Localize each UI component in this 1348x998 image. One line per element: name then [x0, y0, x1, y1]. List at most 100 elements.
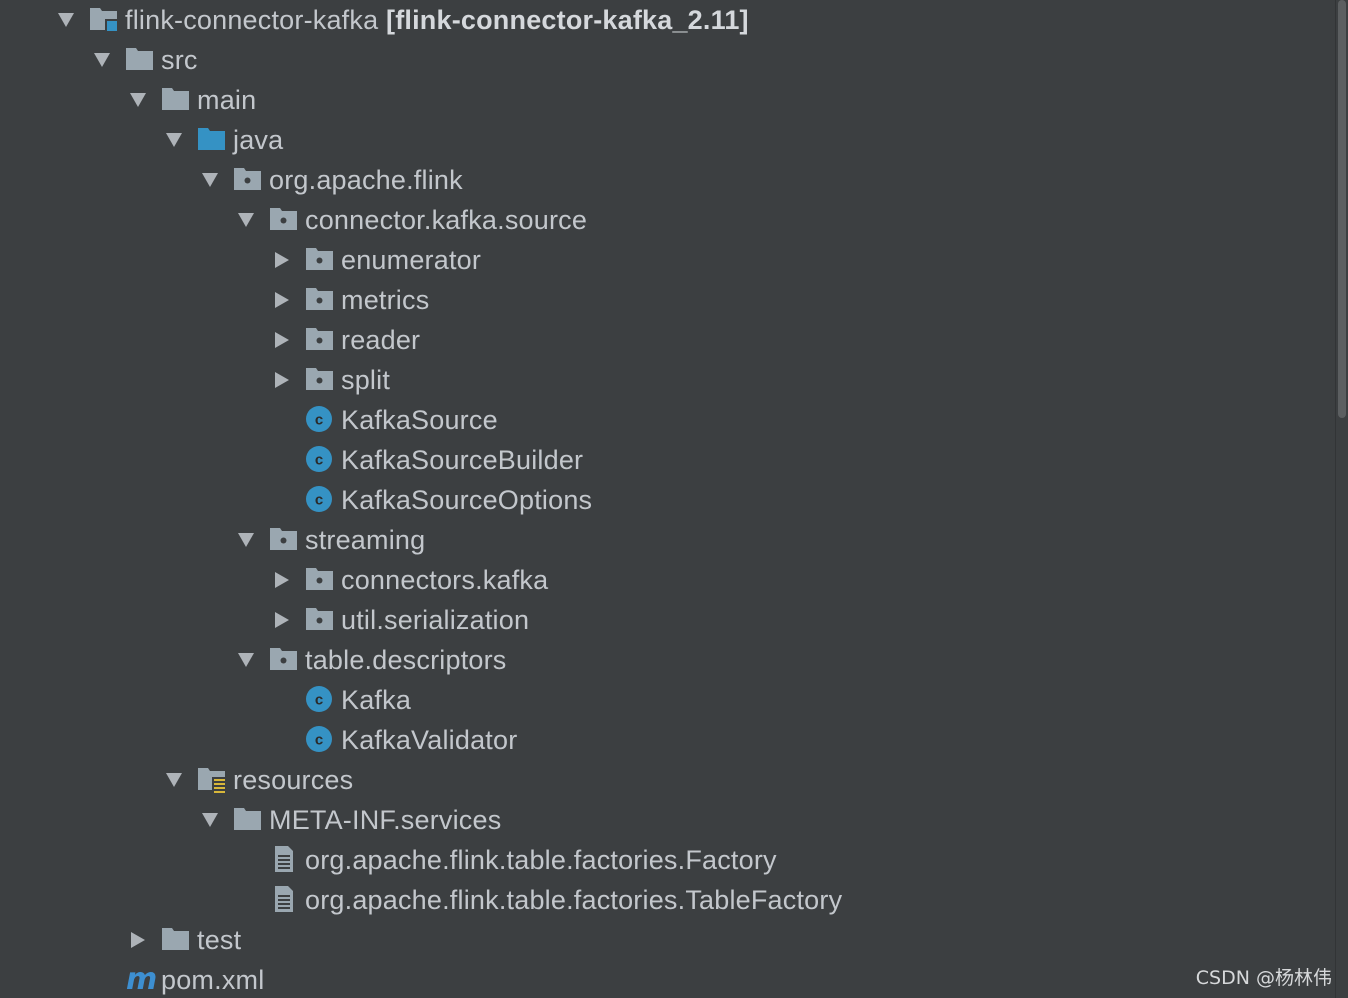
folder-icon [161, 924, 193, 956]
tree-item-kafka[interactable]: c Kafka [0, 680, 1336, 720]
chevron-right-icon[interactable] [126, 920, 150, 960]
folder-icon [161, 84, 193, 116]
tree-item-name: split [341, 365, 391, 395]
tree-item-label: metrics [341, 280, 429, 320]
chevron-right-icon[interactable] [270, 560, 294, 600]
tree-item-util-serialization[interactable]: util.serialization [0, 600, 1336, 640]
tree-item-src[interactable]: src [0, 40, 1336, 80]
tree-item-reader[interactable]: reader [0, 320, 1336, 360]
tree-item-name: src [161, 45, 198, 75]
tree-item-label: KafkaSourceOptions [341, 480, 592, 520]
chevron-down-icon[interactable] [234, 520, 258, 560]
tree-item-connectors-kafka[interactable]: connectors.kafka [0, 560, 1336, 600]
tree-item-split[interactable]: split [0, 360, 1336, 400]
resources-folder-icon [197, 764, 229, 796]
class-icon: c [305, 404, 337, 436]
tree-item-label: flink-connector-kafka [flink-connector-k… [125, 0, 749, 40]
tree-item-name: META-INF.services [269, 805, 502, 835]
chevron-down-icon[interactable] [90, 40, 114, 80]
svg-text:c: c [315, 452, 323, 469]
chevron-down-icon[interactable] [54, 0, 78, 40]
tree-item-name: org.apache.flink.table.factories.Factory [305, 845, 777, 875]
svg-text:c: c [315, 732, 323, 749]
tree-item-label: org.apache.flink [269, 160, 463, 200]
chevron-right-icon[interactable] [270, 600, 294, 640]
tree-item-enumerator[interactable]: enumerator [0, 240, 1336, 280]
tree-item-label: enumerator [341, 240, 481, 280]
package-icon [305, 604, 337, 636]
tree-item-label: reader [341, 320, 420, 360]
chevron-down-icon[interactable] [198, 160, 222, 200]
tree-item-org-apache-flink-table-factories-factory[interactable]: org.apache.flink.table.factories.Factory [0, 840, 1336, 880]
tree-item-streaming[interactable]: streaming [0, 520, 1336, 560]
tree-item-label: KafkaSource [341, 400, 498, 440]
tree-item-label: KafkaSourceBuilder [341, 440, 583, 480]
package-icon [305, 244, 337, 276]
svg-text:m: m [126, 964, 157, 994]
svg-text:c: c [315, 692, 323, 709]
maven-file-icon: m [125, 964, 157, 996]
chevron-down-icon[interactable] [198, 800, 222, 840]
text-file-icon [269, 844, 301, 876]
tree-item-label: connectors.kafka [341, 560, 548, 600]
tree-item-name: pom.xml [161, 965, 265, 995]
package-icon [269, 644, 301, 676]
tree-item-name: java [233, 125, 284, 155]
tree-item-label: pom.xml [161, 960, 264, 998]
tree-item-label: streaming [305, 520, 425, 560]
watermark: CSDN @杨林伟 [1195, 967, 1332, 989]
package-icon [269, 204, 301, 236]
chevron-right-icon[interactable] [270, 360, 294, 400]
tree-item-label: connector.kafka.source [305, 200, 587, 240]
tree-item-name: KafkaSourceOptions [341, 485, 593, 515]
chevron-down-icon[interactable] [234, 200, 258, 240]
tree-item-org-apache-flink-table-factories-tablefactory[interactable]: org.apache.flink.table.factories.TableFa… [0, 880, 1336, 920]
folder-icon [233, 804, 265, 836]
folder-icon [125, 44, 157, 76]
module-name-tag: [flink-connector-kafka_2.11] [378, 5, 749, 35]
tree-item-table-descriptors[interactable]: table.descriptors [0, 640, 1336, 680]
tree-item-name: flink-connector-kafka [125, 5, 379, 35]
class-icon: c [305, 484, 337, 516]
tree-item-name: resources [233, 765, 354, 795]
tree-item-connector-kafka-source[interactable]: connector.kafka.source [0, 200, 1336, 240]
tree-item-test[interactable]: test [0, 920, 1336, 960]
class-icon: c [305, 444, 337, 476]
tree-item-main[interactable]: main [0, 80, 1336, 120]
scrollbar-thumb[interactable] [1338, 0, 1346, 418]
tree-item-flink-connector-kafka[interactable]: flink-connector-kafka [flink-connector-k… [0, 0, 1336, 40]
tree-item-name: KafkaValidator [341, 725, 518, 755]
chevron-right-icon[interactable] [270, 320, 294, 360]
tree-item-label: java [233, 120, 283, 160]
tree-item-kafkasource[interactable]: c KafkaSource [0, 400, 1336, 440]
tree-item-metrics[interactable]: metrics [0, 280, 1336, 320]
tree-item-label: main [197, 80, 256, 120]
tree-item-name: connector.kafka.source [305, 205, 588, 235]
tree-item-name: connectors.kafka [341, 565, 549, 595]
tree-item-kafkasourcebuilder[interactable]: c KafkaSourceBuilder [0, 440, 1336, 480]
tree-item-label: org.apache.flink.table.factories.TableFa… [305, 880, 842, 920]
class-icon: c [305, 724, 337, 756]
tree-item-org-apache-flink[interactable]: org.apache.flink [0, 160, 1336, 200]
class-icon: c [305, 684, 337, 716]
chevron-right-icon[interactable] [270, 280, 294, 320]
tree-item-resources[interactable]: resources [0, 760, 1336, 800]
tree-item-meta-inf-services[interactable]: META-INF.services [0, 800, 1336, 840]
tree-item-name: util.serialization [341, 605, 530, 635]
chevron-down-icon[interactable] [234, 640, 258, 680]
vertical-scrollbar[interactable] [1335, 0, 1348, 998]
package-icon [305, 364, 337, 396]
chevron-down-icon[interactable] [162, 120, 186, 160]
chevron-down-icon[interactable] [126, 80, 150, 120]
tree-item-java[interactable]: java [0, 120, 1336, 160]
chevron-down-icon[interactable] [162, 760, 186, 800]
tree-item-name: Kafka [341, 685, 412, 715]
tree-item-kafkavalidator[interactable]: c KafkaValidator [0, 720, 1336, 760]
tree-item-label: table.descriptors [305, 640, 507, 680]
svg-text:c: c [315, 412, 323, 429]
tree-item-label: org.apache.flink.table.factories.Factory [305, 840, 777, 880]
chevron-right-icon[interactable] [270, 240, 294, 280]
